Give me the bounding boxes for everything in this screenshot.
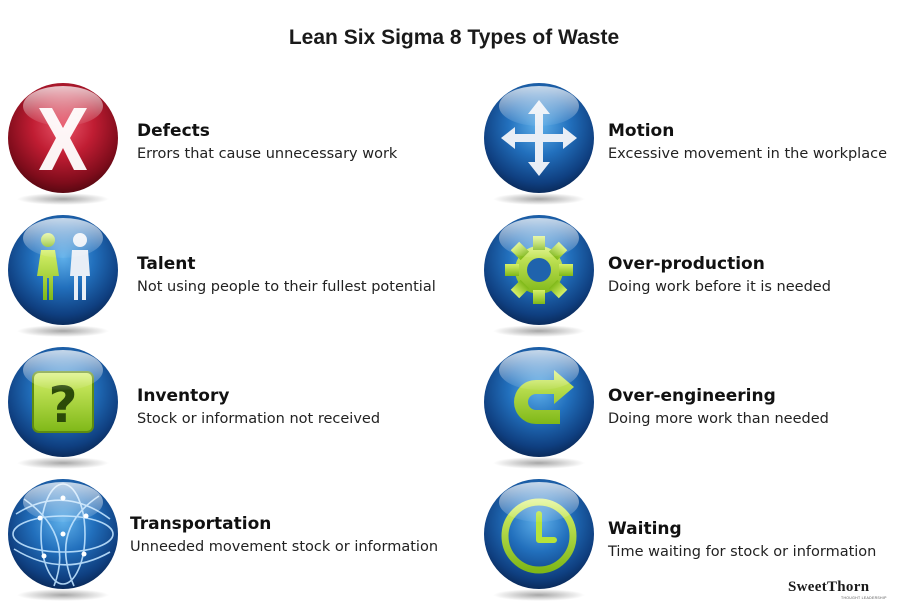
- waste-name: Talent: [137, 254, 196, 274]
- four-way-arrows-icon: [480, 78, 598, 206]
- brand-tagline: THOUGHT LEADERSHIP: [841, 596, 887, 600]
- waste-description: Stock or information not received: [137, 411, 381, 427]
- waste-description: Not using people to their fullest potent…: [137, 279, 436, 295]
- waste-description: Doing more work than needed: [608, 411, 829, 427]
- x-mark-icon: [4, 78, 122, 206]
- waste-description: Doing work before it is needed: [608, 279, 831, 295]
- gear-icon: [480, 210, 598, 338]
- clock-icon: [480, 474, 598, 602]
- waste-name: Waiting: [608, 519, 682, 539]
- brand-logo: SweetThorn: [788, 579, 870, 595]
- waste-description: Unneeded movement stock or information: [130, 539, 439, 555]
- waste-description: Errors that cause unnecessary work: [137, 146, 398, 162]
- waste-description: Excessive movement in the workplace: [608, 146, 887, 162]
- question-mark-icon: ?: [4, 342, 122, 470]
- waste-name: Over-production: [608, 254, 765, 274]
- waste-name: Transportation: [130, 514, 272, 534]
- diagram-title: Lean Six Sigma 8 Types of Waste: [288, 26, 620, 49]
- u-turn-arrow-icon: [480, 342, 598, 470]
- waste-name: Inventory: [137, 386, 230, 406]
- people-icon: [4, 210, 122, 338]
- waste-name: Motion: [608, 121, 675, 141]
- waste-name: Over-engineering: [608, 386, 776, 406]
- globe-network-icon: [4, 474, 122, 602]
- waste-description: Time waiting for stock or information: [608, 544, 877, 560]
- waste-name: Defects: [137, 121, 210, 141]
